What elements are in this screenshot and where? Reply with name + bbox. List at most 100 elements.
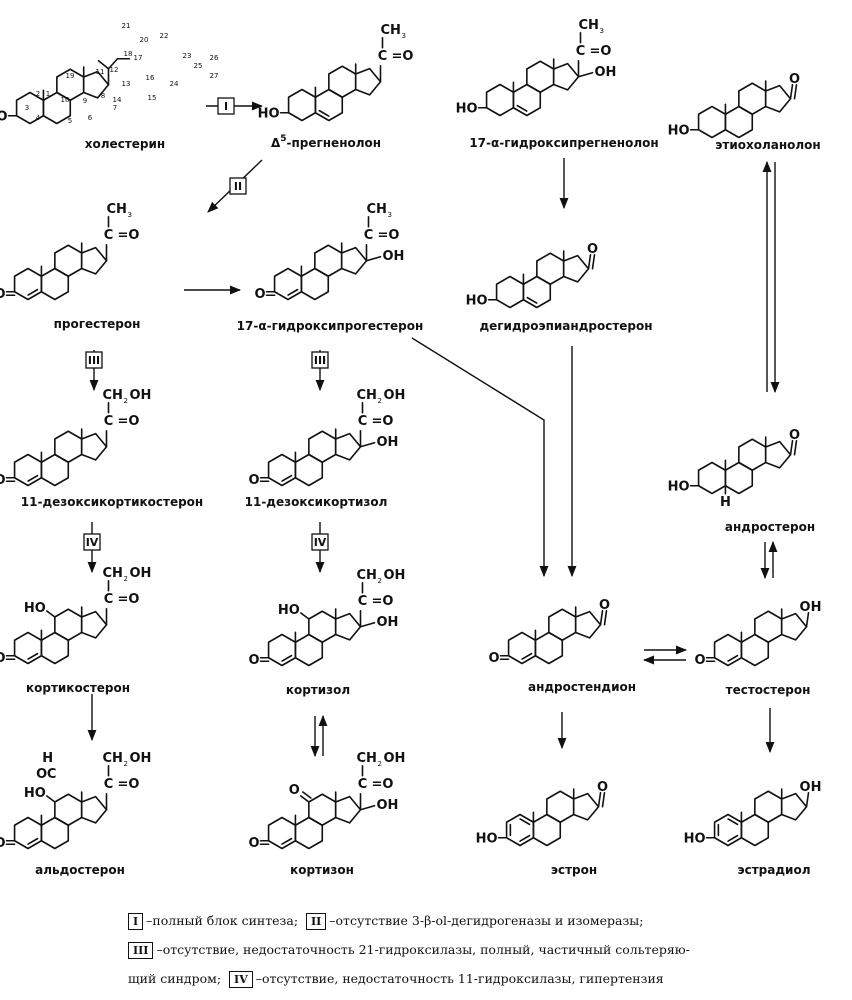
ring-d bbox=[562, 254, 590, 283]
oxo-group: O bbox=[0, 287, 6, 302]
ring-c bbox=[328, 65, 357, 99]
compound-label-androstenedione: андростендион bbox=[528, 680, 636, 694]
carbonyl-carbon: C bbox=[358, 594, 368, 609]
double-bond bbox=[318, 109, 330, 117]
block-marker-i: I bbox=[217, 97, 235, 115]
molecule-layer: HO12345678910111213141516171819202122232… bbox=[0, 18, 821, 851]
block-marker-iii-left-text: III bbox=[88, 354, 100, 367]
ring-number: 16 bbox=[146, 74, 155, 82]
ring-number: 17 bbox=[134, 54, 143, 62]
ring-number: 9 bbox=[83, 97, 87, 105]
double-bond bbox=[281, 474, 293, 482]
aldehyde-o: O bbox=[36, 767, 47, 782]
ring-a bbox=[697, 461, 727, 495]
oxo-group: O bbox=[249, 653, 260, 668]
ring-a bbox=[697, 105, 727, 139]
ring-d bbox=[780, 792, 808, 821]
ring-number: 12 bbox=[110, 66, 119, 74]
block-marker-ii: II bbox=[229, 177, 247, 195]
hydroxymethyl-sub: 2 bbox=[123, 397, 127, 405]
c17-bond bbox=[789, 439, 794, 456]
legend-marker-iii: III bbox=[128, 942, 154, 959]
carbonyl-carbon: C bbox=[364, 228, 374, 243]
ring-d bbox=[572, 792, 600, 821]
block-marker-iv-right-text: IV bbox=[314, 536, 327, 549]
hydroxymethyl-oh: OH bbox=[383, 751, 405, 766]
ring-c bbox=[754, 610, 783, 644]
compound-label-corticosterone: кортикостерон bbox=[26, 681, 130, 695]
carbonyl-oxygen: =O bbox=[391, 49, 413, 64]
compound-label-pregnenolone: Δ5-прегненолон bbox=[271, 134, 381, 150]
block-marker-iv-right: IV bbox=[311, 533, 329, 551]
methyl-group: CH bbox=[380, 23, 400, 38]
compound-label-deoxycorticosterone: 11-дезоксикортикостерон bbox=[21, 495, 203, 509]
double-bond bbox=[519, 834, 531, 842]
molecule-testosterone: OOH bbox=[695, 600, 822, 668]
double-bond bbox=[727, 834, 739, 842]
legend-row-3: щий синдром; IV–отсутствие, недостаточно… bbox=[128, 964, 828, 993]
hydroxymethyl-oh: OH bbox=[383, 388, 405, 403]
double-bond bbox=[727, 654, 739, 662]
compound-label-aldosterone: альдостерон bbox=[35, 863, 125, 877]
oxo-group: O bbox=[0, 651, 6, 666]
double-bond bbox=[27, 837, 39, 845]
carbonyl-carbon: C bbox=[104, 228, 114, 243]
ring-d bbox=[574, 610, 602, 639]
methyl-sub: 3 bbox=[401, 32, 405, 40]
ring-c bbox=[54, 244, 83, 278]
carbonyl-carbon: C bbox=[576, 44, 586, 59]
ring-c bbox=[314, 244, 343, 278]
compound-label-cortisone: кортизон bbox=[290, 863, 354, 877]
ring-number: 19 bbox=[66, 72, 75, 80]
c17-oh-bond bbox=[359, 804, 376, 811]
legend-text-i: –полный блок синтеза; bbox=[146, 913, 299, 928]
ring-c bbox=[308, 610, 337, 644]
c17-oxo: O bbox=[789, 428, 800, 443]
double-bond bbox=[287, 288, 299, 296]
compound-label-progesterone: прогестерон bbox=[54, 317, 141, 331]
c17-oxo: O bbox=[599, 598, 610, 613]
c17-bond bbox=[603, 609, 608, 626]
methyl-group: CH bbox=[578, 18, 598, 33]
methyl-group: CH bbox=[106, 202, 126, 217]
c11-bond bbox=[302, 791, 312, 799]
ring-d bbox=[82, 70, 110, 99]
ring-c bbox=[526, 60, 555, 94]
carbonyl-oxygen: =O bbox=[117, 592, 139, 607]
c17-bond bbox=[793, 439, 798, 456]
compound-label-cholesterol: холестерин bbox=[85, 137, 165, 151]
c17-oxo: O bbox=[789, 72, 800, 87]
ring-number: 4 bbox=[36, 114, 41, 122]
ring-d bbox=[340, 246, 368, 275]
c17-hydroxy: OH bbox=[800, 600, 822, 615]
hydroxymethyl-sub: 2 bbox=[123, 575, 127, 583]
oxo-group: O bbox=[249, 473, 260, 488]
hydroxymethyl: CH bbox=[102, 388, 122, 403]
arrow-hydroxyprogesterone-androstenedione bbox=[411, 337, 549, 578]
ring-number: 6 bbox=[88, 114, 93, 122]
hydroxymethyl: CH bbox=[356, 751, 376, 766]
ring-d bbox=[80, 795, 108, 824]
compound-label-dhea: дегидроэпиандростерон bbox=[479, 319, 652, 333]
carbonyl-oxygen: =O bbox=[377, 228, 399, 243]
hydroxymethyl-oh: OH bbox=[129, 751, 151, 766]
side-chain-bond bbox=[107, 57, 119, 70]
ring-c bbox=[738, 82, 767, 116]
c17-bond bbox=[805, 611, 810, 628]
double-bond bbox=[521, 652, 533, 660]
hydroxymethyl: CH bbox=[102, 566, 122, 581]
ring-number: 24 bbox=[170, 80, 179, 88]
compound-label-hydroxyprogesterone: 17-α-гидроксипрогестерон bbox=[237, 319, 424, 333]
carbonyl-carbon: C bbox=[358, 777, 368, 792]
ring-c bbox=[308, 430, 337, 464]
ring-number: 8 bbox=[101, 92, 105, 100]
oxo-group: O bbox=[255, 287, 266, 302]
molecule-androstenedione: OO bbox=[489, 598, 611, 666]
